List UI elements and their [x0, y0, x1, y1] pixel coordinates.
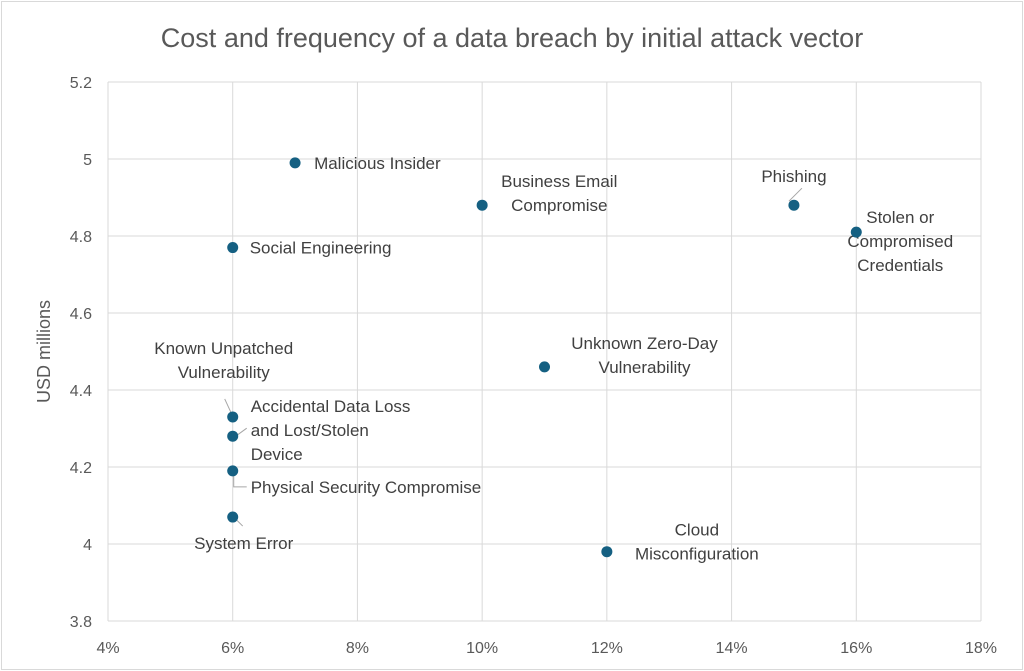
point-label: and Lost/Stolen: [251, 421, 369, 440]
point-label: Physical Security Compromise: [251, 478, 482, 497]
data-point: [601, 546, 613, 558]
y-tick-label: 4: [83, 537, 92, 554]
point-label: Known Unpatched: [154, 339, 293, 358]
point-label: Social Engineering: [250, 239, 392, 258]
data-point: [227, 465, 239, 477]
point-label: Business Email: [501, 172, 617, 191]
point-label: Compromised: [847, 232, 953, 251]
y-tick-label: 4.6: [70, 306, 92, 323]
data-point: [227, 242, 239, 254]
point-label: Vulnerability: [178, 363, 270, 382]
point-label: Phishing: [761, 167, 826, 186]
chart-title: Cost and frequency of a data breach by i…: [161, 23, 863, 53]
point-label: Device: [251, 445, 303, 464]
point-label: Cloud: [675, 521, 719, 540]
y-tick-label: 4.8: [70, 229, 92, 246]
data-point: [539, 361, 550, 373]
x-tick-label: 12%: [591, 640, 623, 657]
leader-line: [788, 187, 803, 202]
leader-line: [233, 474, 247, 488]
y-axis-title: USD millions: [34, 300, 54, 403]
leader-line: [224, 398, 232, 413]
point-label: Compromise: [511, 196, 607, 215]
x-tick-label: 10%: [466, 640, 498, 657]
x-tick-label: 8%: [346, 640, 369, 657]
point-label: Misconfiguration: [635, 545, 759, 564]
data-point: [788, 199, 800, 211]
data-point: [850, 226, 862, 238]
x-tick-label: 4%: [96, 640, 119, 657]
x-tick-label: 18%: [965, 640, 997, 657]
data-point: [476, 199, 488, 211]
y-tick-label: 4.4: [70, 383, 92, 400]
point-label: Stolen or: [866, 208, 934, 227]
data-point: [289, 157, 301, 169]
x-tick-label: 16%: [840, 640, 872, 657]
point-label: Malicious Insider: [314, 154, 441, 173]
point-label: Unknown Zero-Day: [571, 334, 718, 353]
point-label: Vulnerability: [599, 358, 691, 377]
x-tick-label: 14%: [716, 640, 748, 657]
y-tick-label: 3.8: [70, 614, 92, 631]
y-tick-label: 4.2: [70, 460, 92, 477]
x-tick-label: 6%: [221, 640, 244, 657]
point-label: Accidental Data Loss: [251, 397, 411, 416]
data-point: [227, 511, 239, 523]
y-tick-label: 5: [83, 152, 92, 169]
point-label: Credentials: [857, 256, 943, 275]
point-label: System Error: [194, 534, 294, 553]
y-tick-label: 5.2: [70, 75, 92, 92]
leader-line: [236, 519, 244, 527]
data-point: [227, 430, 239, 442]
data-point: [227, 411, 239, 423]
